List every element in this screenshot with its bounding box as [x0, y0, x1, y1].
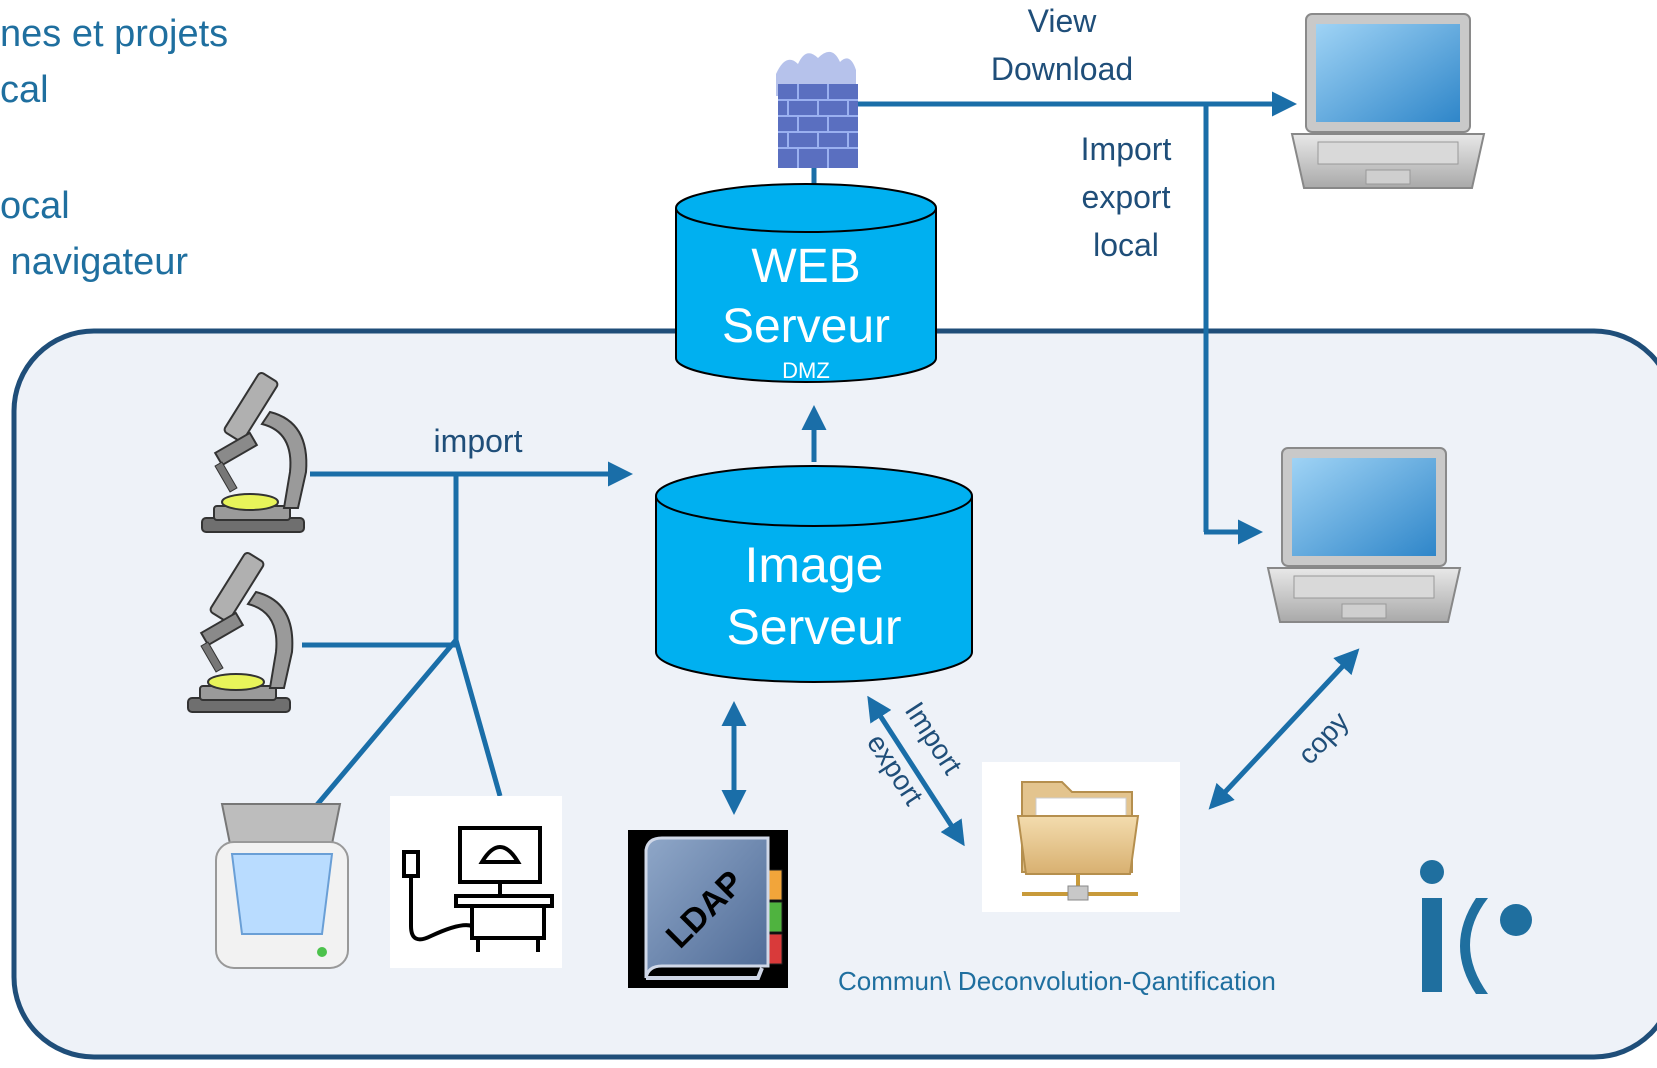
web-server-subtitle: Serveur — [722, 300, 890, 353]
scanner-icon — [215, 803, 349, 969]
logo-icon — [1420, 860, 1532, 994]
side-text-line-2: cal — [0, 69, 49, 111]
network-folder-icon — [982, 762, 1180, 912]
side-text-line-4: navigateur — [0, 241, 188, 283]
laptop-icon — [1290, 13, 1486, 189]
image-server-title: Image — [745, 537, 884, 593]
view-label: View — [1028, 3, 1098, 39]
microscope-icon — [201, 372, 308, 533]
image-server-cylinder — [655, 465, 973, 683]
web-server-title: WEB — [751, 240, 860, 293]
side-text-line-3: ocal — [0, 185, 70, 227]
web-server-cylinder — [675, 183, 937, 383]
download-label: Download — [991, 51, 1133, 87]
web-server-dmz-tag: DMZ — [782, 358, 830, 383]
import-local-label-2: export — [1082, 179, 1171, 215]
ultrasound-icon — [390, 796, 562, 968]
import-label: import — [434, 423, 523, 459]
share-path-label: Commun\ Deconvolution-Qantification — [838, 966, 1276, 996]
firewall-icon — [776, 51, 858, 168]
ldap-book-icon: LDAP — [628, 830, 788, 988]
laptop-icon — [1266, 447, 1462, 623]
import-local-label-3: local — [1093, 227, 1159, 263]
image-server-subtitle: Serveur — [726, 599, 901, 655]
import-local-label-1: Import — [1081, 131, 1172, 167]
side-text-line-1: nes et projets — [0, 13, 228, 55]
microscope-icon — [187, 552, 294, 713]
connectors — [302, 91, 1360, 847]
